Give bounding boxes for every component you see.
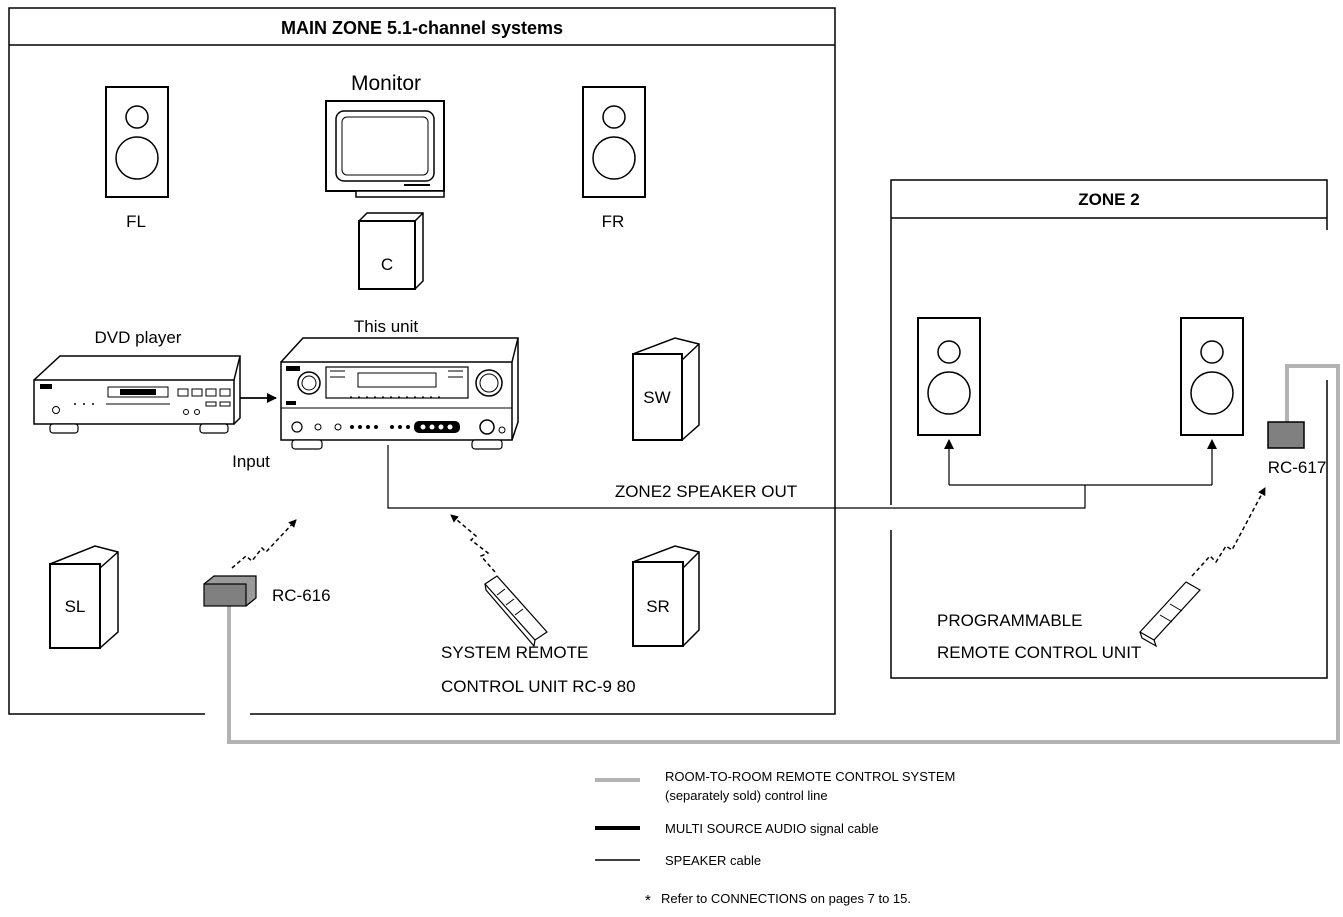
monitor-icon (325, 100, 445, 198)
sr-label: SR (646, 597, 670, 616)
footnote-star: * (645, 892, 651, 909)
main-zone-title: MAIN ZONE 5.1-channel systems (281, 18, 563, 38)
this-unit-label: This unit (354, 317, 419, 336)
front-left-speaker (105, 86, 169, 198)
monitor-label: Monitor (351, 72, 421, 95)
programmable-line2: REMOTE CONTROL UNIT (937, 643, 1141, 662)
dvd-player-label: DVD player (95, 328, 182, 347)
zone2-title: ZONE 2 (1078, 190, 1139, 209)
surround-left-speaker (49, 545, 119, 649)
legend-speaker-cable-label: SPEAKER cable (665, 853, 761, 868)
rc616-ir-signal (231, 519, 297, 569)
fr-label: FR (602, 212, 625, 231)
system-remote-icon (484, 575, 548, 648)
programmable-remote-ir-signal (1191, 487, 1266, 577)
front-right-speaker (582, 86, 646, 198)
footnote-text: Refer to CONNECTIONS on pages 7 to 15. (661, 891, 911, 906)
zone2-speaker-out-label: ZONE2 SPEAKER OUT (615, 482, 797, 501)
dvd-player-icon (33, 355, 241, 434)
receiver-icon (280, 337, 519, 450)
zone2-right-speaker (1180, 317, 1244, 436)
rc617-label: RC-617 (1268, 458, 1327, 477)
legend-audio-cable-label: MULTI SOURCE AUDIO signal cable (665, 821, 879, 836)
subwoofer-label: SW (643, 388, 670, 407)
zone2-speaker-cable (387, 445, 1086, 509)
rc617-device (1267, 421, 1305, 449)
fl-label: FL (126, 212, 146, 231)
input-label: Input (232, 452, 270, 471)
programmable-line1: PROGRAMMABLE (937, 611, 1082, 630)
programmable-remote-icon (1139, 581, 1201, 648)
legend-control-line1: ROOM-TO-ROOM REMOTE CONTROL SYSTEM (665, 769, 955, 784)
system-remote-line1: SYSTEM REMOTE (441, 643, 588, 662)
zone2-left-speaker (917, 317, 981, 436)
room-to-room-control-line (227, 364, 1340, 744)
rc616-label: RC-616 (272, 586, 331, 605)
rc616-device (203, 575, 257, 607)
main-zone-box (8, 7, 836, 715)
legend-control-line2: (separately sold) control line (665, 788, 828, 803)
sl-label: SL (65, 597, 86, 616)
center-label: C (381, 255, 393, 274)
center-speaker (358, 212, 424, 290)
zone2-box (890, 179, 1328, 679)
system-remote-ir-signal (450, 514, 496, 573)
surround-right-speaker (632, 545, 700, 647)
subwoofer-speaker (632, 337, 700, 441)
system-remote-line2: CONTROL UNIT RC-9 80 (441, 677, 636, 696)
